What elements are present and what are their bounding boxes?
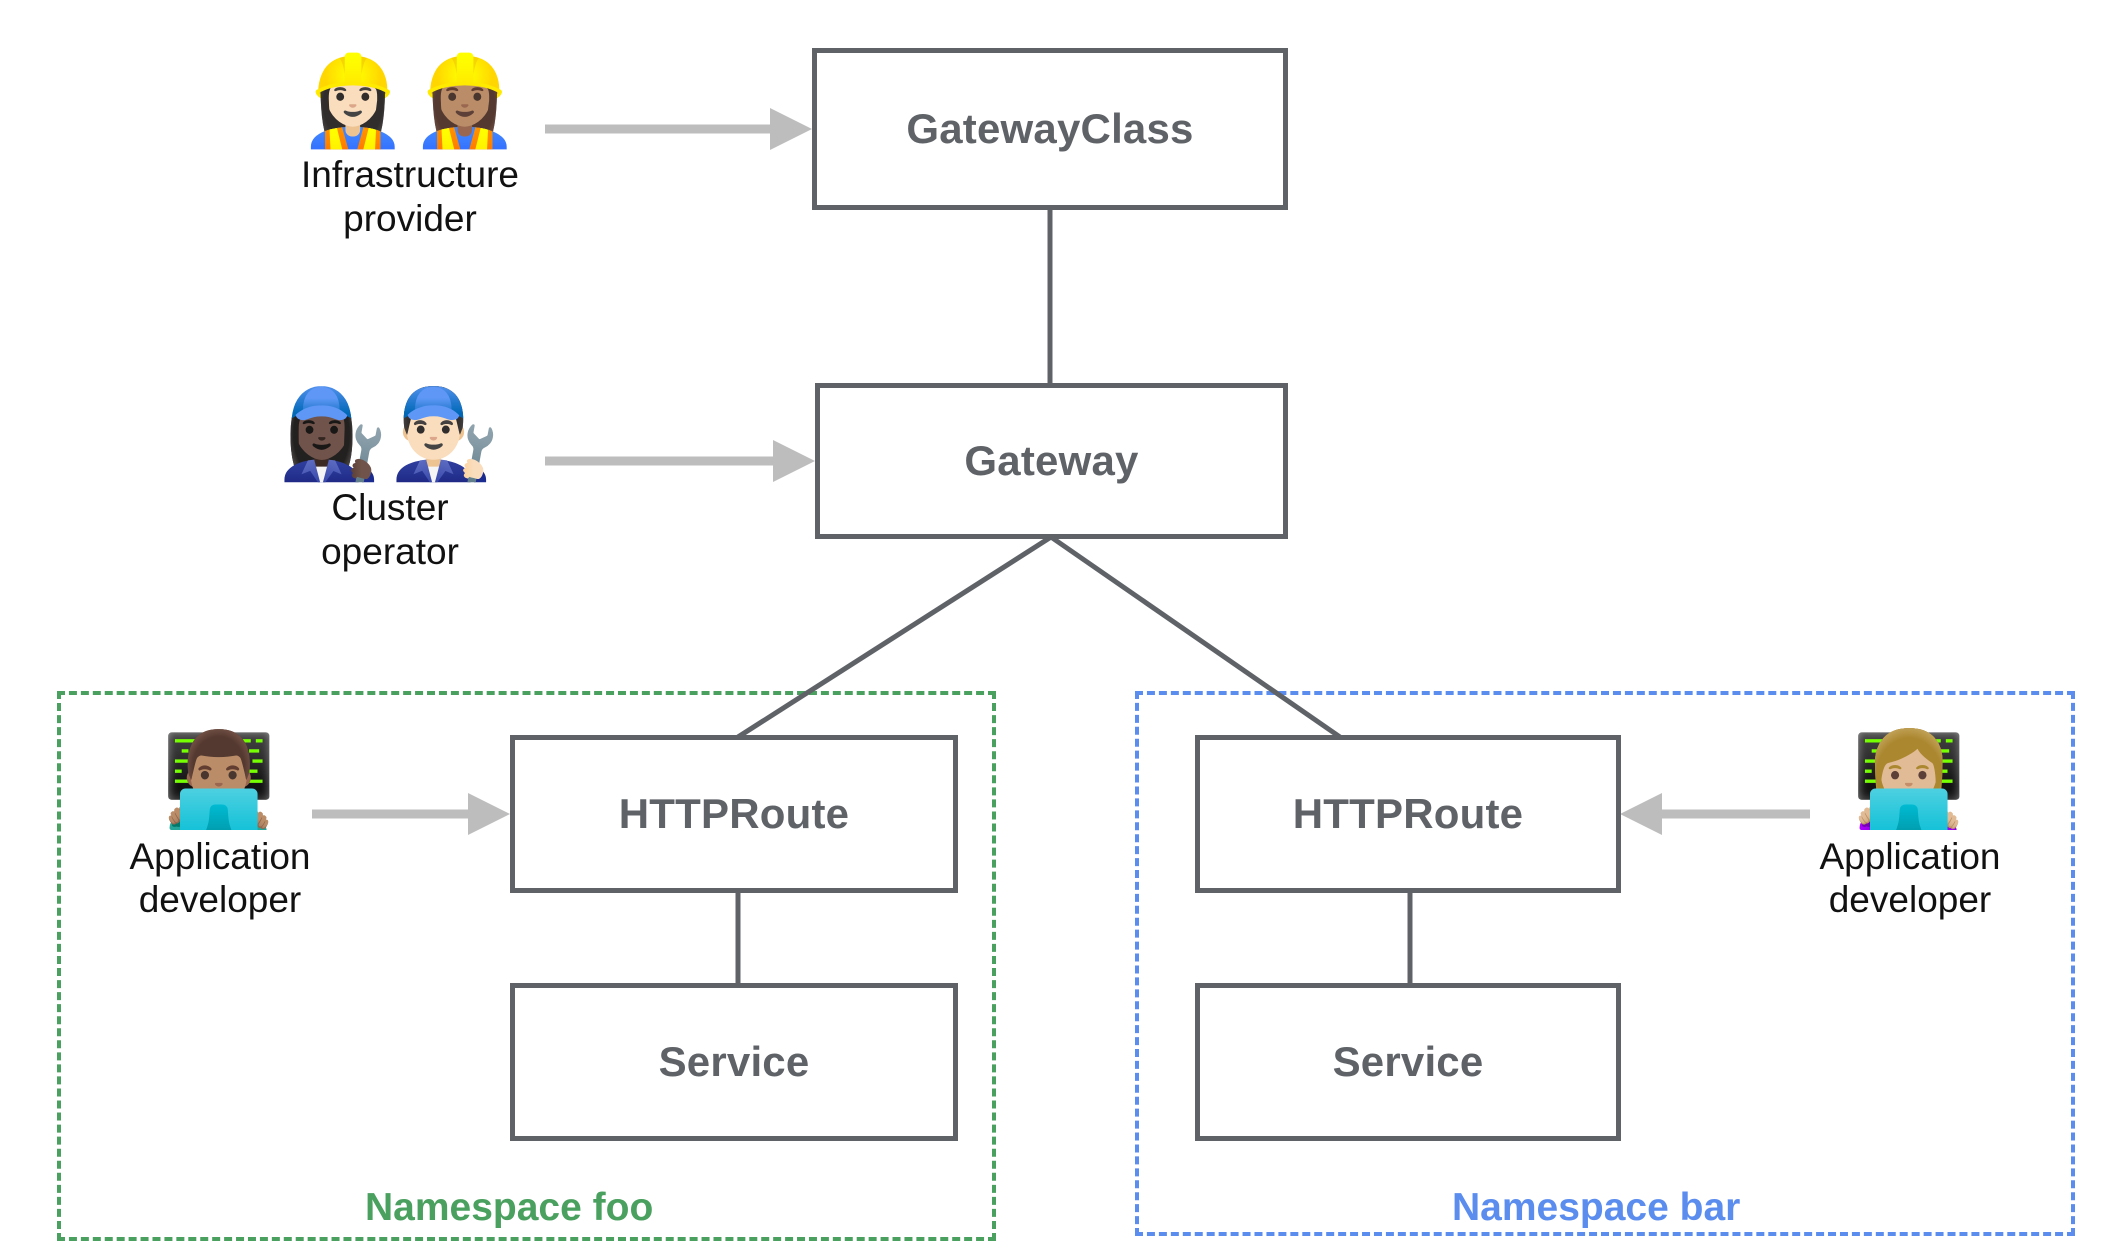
gateway-box[interactable]: Gateway	[815, 383, 1288, 539]
persona-app-developer-foo-label: Application developer	[129, 835, 311, 921]
woman-technologist-icon: 👩🏼‍💻	[1851, 729, 1969, 831]
httproute-foo-box[interactable]: HTTPRoute	[510, 735, 958, 893]
persona-app-developer-bar: 👩🏼‍💻 Application developer	[1800, 732, 2020, 922]
httproute-foo-label: HTTPRoute	[618, 790, 850, 837]
arrow-cluster-operator-to-gateway	[545, 440, 815, 482]
gateway-label: Gateway	[964, 437, 1139, 484]
persona-infrastructure-provider-label: Infrastructure provider	[301, 154, 519, 240]
gatewayclass-label: GatewayClass	[906, 105, 1194, 152]
httproute-bar-label: HTTPRoute	[1292, 790, 1524, 837]
namespace-foo-label: Namespace foo	[365, 1186, 654, 1229]
persona-app-developer-foo: 👨🏽‍💻 Application developer	[110, 732, 330, 922]
namespace-bar-container	[1135, 691, 2075, 1236]
namespace-bar-label: Namespace bar	[1452, 1186, 1741, 1229]
gatewayclass-box[interactable]: GatewayClass	[812, 48, 1288, 210]
persona-infrastructure-provider: 👷🏻‍♀️👷🏽‍♀️ Infrastructure provider	[280, 51, 540, 241]
man-technologist-icon: 👨🏽‍💻	[161, 729, 279, 831]
httproute-bar-box[interactable]: HTTPRoute	[1195, 735, 1621, 893]
mechanics-icon: 👩🏿‍🔧👨🏻‍🔧	[278, 384, 502, 483]
service-foo-label: Service	[658, 1038, 810, 1085]
persona-app-developer-bar-label: Application developer	[1819, 835, 2001, 921]
persona-cluster-operator: 👩🏿‍🔧👨🏻‍🔧 Cluster operator	[265, 384, 515, 574]
arrow-infra-provider-to-gatewayclass	[545, 108, 812, 150]
service-foo-box[interactable]: Service	[510, 983, 958, 1141]
namespace-foo-container	[57, 691, 996, 1241]
service-bar-label: Service	[1332, 1038, 1484, 1085]
construction-workers-icon: 👷🏻‍♀️👷🏽‍♀️	[298, 51, 522, 150]
persona-cluster-operator-label: Cluster operator	[321, 487, 459, 573]
service-bar-box[interactable]: Service	[1195, 983, 1621, 1141]
